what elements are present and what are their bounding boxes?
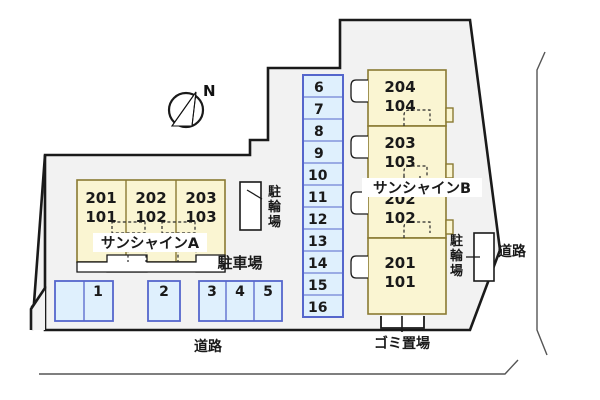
parking-stall-label: 7 [314,102,324,118]
unit-label: 201 [85,189,116,207]
parking-stall-group-c [198,280,283,322]
road-right-edge [536,51,548,356]
building-b-name-plate [362,178,482,197]
site-boundary-sw-edge [29,155,47,330]
road-right-label: 道路 [498,243,527,260]
unit-label: 101 [384,273,415,291]
bicycle-parking-right: 駐 輪 場 [450,232,495,282]
compass-north-label: N [203,82,216,100]
parking-stall-label: 11 [308,190,327,206]
unit-label: 101 [85,208,116,226]
parking-stall-label: 4 [235,284,245,300]
road-bottom-label: 道路 [194,338,223,355]
parking-stall-label: 14 [308,256,328,272]
bicycle-parking-left-char: 駐 [268,184,281,200]
parking-column-outline [302,74,344,318]
bicycle-parking-left-char: 場 [268,214,281,230]
unit-label: 202 [135,189,166,207]
bicycle-parking-left-leader [246,189,263,200]
parking-stall-label: 6 [314,80,324,96]
building-b-unit-201 [367,237,447,315]
parking-stall-label: 10 [308,168,328,184]
parking-stall-label: 2 [159,284,169,300]
unit-label: 102 [384,209,415,227]
parking-stall-label: 5 [263,284,273,300]
bicycle-parking-right-char: 駐 [450,233,463,249]
parking-stall-label: 1 [93,284,103,300]
unit-label: 201 [384,254,415,272]
unit-label: 103 [384,153,415,171]
garbage-area: ゴミ置場 [374,316,430,352]
site-boundary-sw-fill [31,155,45,330]
parking-stall-label: 15 [308,278,327,294]
road-bottom-edge [39,359,519,375]
parking-stall-label: 8 [314,124,324,140]
parking-stall-label: 3 [207,284,217,300]
parking-lower-row: 1 2 3 4 5 [54,280,283,322]
bicycle-parking-left-box [239,181,262,231]
building-a-group: 201 101 202 102 203 103 サンシャインA [76,179,226,273]
parking-center-column: 6 7 8 9 10 11 12 13 14 15 16 [302,74,344,318]
bicycle-parking-left-char: 輪 [268,199,282,215]
unit-label: 204 [384,78,415,96]
bicycle-parking-left: 駐 輪 場 [239,181,282,231]
parking-stall-label: 9 [314,146,324,162]
building-b-entrance-alcoves [350,79,368,279]
bicycle-parking-right-char: 輪 [450,248,464,264]
building-a-name: サンシャインA [101,235,200,252]
unit-label: 102 [135,208,166,226]
unit-label: 104 [384,97,415,115]
building-a-name-plate [93,233,207,252]
parking-stall-label: 16 [308,300,327,316]
parking-stall-label: 12 [308,212,327,228]
garbage-area-label: ゴミ置場 [374,335,430,352]
compass-rose: N [167,82,216,129]
building-b-group: 204 104 203 103 202 102 201 101 サンシャインB [350,69,482,315]
unit-label: 203 [384,134,415,152]
compass-needle-outline [170,91,197,127]
parking-stall-group-b [147,280,181,322]
parking-column-dividers [303,96,343,296]
bicycle-parking-right-char: 場 [450,263,463,279]
parking-lot-label: 駐車場 [217,254,262,272]
unit-label: 103 [185,208,216,226]
building-b-name: サンシャインB [373,180,471,197]
parking-stall-label: 13 [308,234,327,250]
unit-label: 203 [185,189,216,207]
